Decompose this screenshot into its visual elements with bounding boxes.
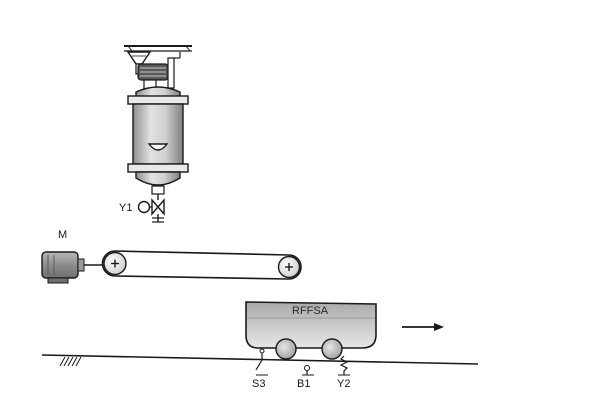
motor-label: M bbox=[58, 229, 67, 241]
conveyor-belt bbox=[103, 251, 302, 279]
sensor-y2-label: Y2 bbox=[337, 378, 350, 390]
drive-pulley bbox=[104, 253, 126, 275]
drive-motor bbox=[42, 252, 104, 283]
feed-rail bbox=[124, 46, 192, 51]
wagon-assembly: RFFSA bbox=[246, 302, 444, 359]
silo-assembly: Y1 bbox=[119, 46, 192, 222]
idler-pulley bbox=[279, 257, 300, 278]
sensor-b1-label: B1 bbox=[297, 378, 310, 390]
wagon-label: RFFSA bbox=[292, 305, 329, 317]
wagon-wheel-rear bbox=[322, 339, 342, 359]
sensor-s3-label: S3 bbox=[252, 378, 265, 390]
wagon-wheel-front bbox=[276, 339, 296, 359]
conveyor-assembly: M bbox=[42, 229, 301, 283]
right-arrow-icon bbox=[402, 323, 444, 331]
outlet-valve bbox=[139, 194, 165, 222]
sensor-b1: B1 bbox=[297, 366, 314, 391]
sensor-s3: S3 bbox=[252, 349, 268, 390]
silo-tank bbox=[128, 87, 188, 194]
valve-label: Y1 bbox=[119, 202, 132, 214]
ground-hatch-icon bbox=[60, 357, 81, 366]
